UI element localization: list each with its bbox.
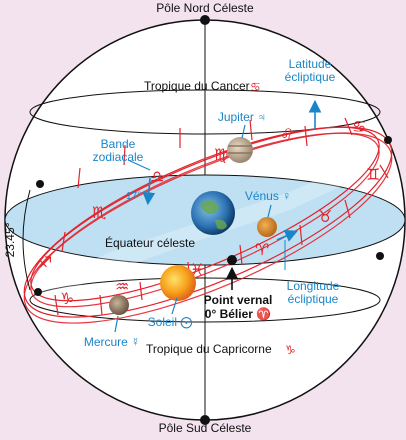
vernal-point-label-line1: Point vernal (204, 293, 273, 307)
left-lower-dot (34, 288, 42, 296)
longitude-label-line2: écliptique (288, 292, 339, 306)
left-upper-dot (36, 180, 44, 188)
tropic-capricorn-symbol: ♑ (285, 343, 296, 357)
vernal-point-dot (227, 255, 237, 265)
zodiac-sagittarius-symbol: ♐ (38, 253, 52, 272)
zodiac-virgo-symbol: ♍ (214, 145, 228, 164)
zodiac-scorpio-symbol: ♏ (92, 203, 106, 222)
zodiac-aquarius-symbol: ♒ (115, 277, 129, 296)
jupiter-leader (241, 124, 246, 139)
zodiac-leo-symbol: ♌ (280, 125, 294, 144)
mercury-leader (114, 315, 119, 333)
sun-leader (171, 297, 178, 315)
band-width-arrow (142, 177, 156, 206)
mercury-label: Mercure ☿ (84, 335, 140, 349)
jupiter-planet (227, 137, 253, 163)
mercury-planet (109, 295, 129, 315)
band-width-value: 17° (126, 191, 141, 202)
zodiac-capricorn-symbol: ♑ (60, 289, 74, 308)
vernal-point-label-line2: 0° Bélier ♈ (205, 307, 271, 321)
right-upper-dot (384, 136, 392, 144)
latitude-label-line1: Latitude (289, 57, 332, 71)
tilt-angle-label: 23.45° (3, 222, 17, 257)
band-label-line1: Bande (101, 137, 136, 151)
equator-label: Équateur céleste (105, 235, 195, 250)
band-label-line2: zodiacale (93, 150, 144, 164)
zodiac-aries-symbol: ♈ (255, 240, 269, 259)
north-pole-dot (200, 15, 210, 25)
band-leader (127, 159, 151, 171)
venus-label: Vénus ♀ (245, 189, 291, 203)
venus-planet (257, 217, 277, 237)
zodiac-cancer-symbol: ♋ (352, 117, 366, 136)
tropic-capricorn-circle (29, 277, 381, 323)
zodiac-symbols: ♋ ♌ ♍ ♎ ♏ ♐ ♑ ♒ ♓ ♈ ♉ ♊ (38, 117, 380, 308)
south-pole-dot (200, 415, 210, 425)
zodiac-taurus-symbol: ♉ (318, 207, 332, 226)
jupiter-label: Jupiter ♃ (218, 110, 266, 124)
tropic-capricorn-label: Tropique du Capricorne (146, 342, 272, 356)
sun-label: Soleil ⨀ (148, 315, 193, 329)
north-pole-label: Pôle Nord Céleste (156, 1, 254, 15)
venus-leader (267, 204, 272, 218)
tropic-cancer-label: Tropique du Cancer (144, 79, 250, 93)
longitude-label-line1: Longitude (287, 279, 340, 293)
tropic-cancer-symbol: ♋ (250, 80, 261, 94)
south-pole-label: Pôle Sud Céleste (159, 421, 252, 435)
right-lower-dot (376, 252, 384, 260)
longitude-arrow (276, 230, 298, 242)
zodiac-gemini-symbol: ♊ (366, 165, 380, 184)
zodiac-libra-symbol: ♎ (150, 167, 164, 186)
sun (160, 265, 196, 301)
latitude-label-line2: écliptique (285, 70, 336, 84)
tilt-brace (22, 189, 31, 291)
tropic-cancer-circle (29, 89, 381, 135)
